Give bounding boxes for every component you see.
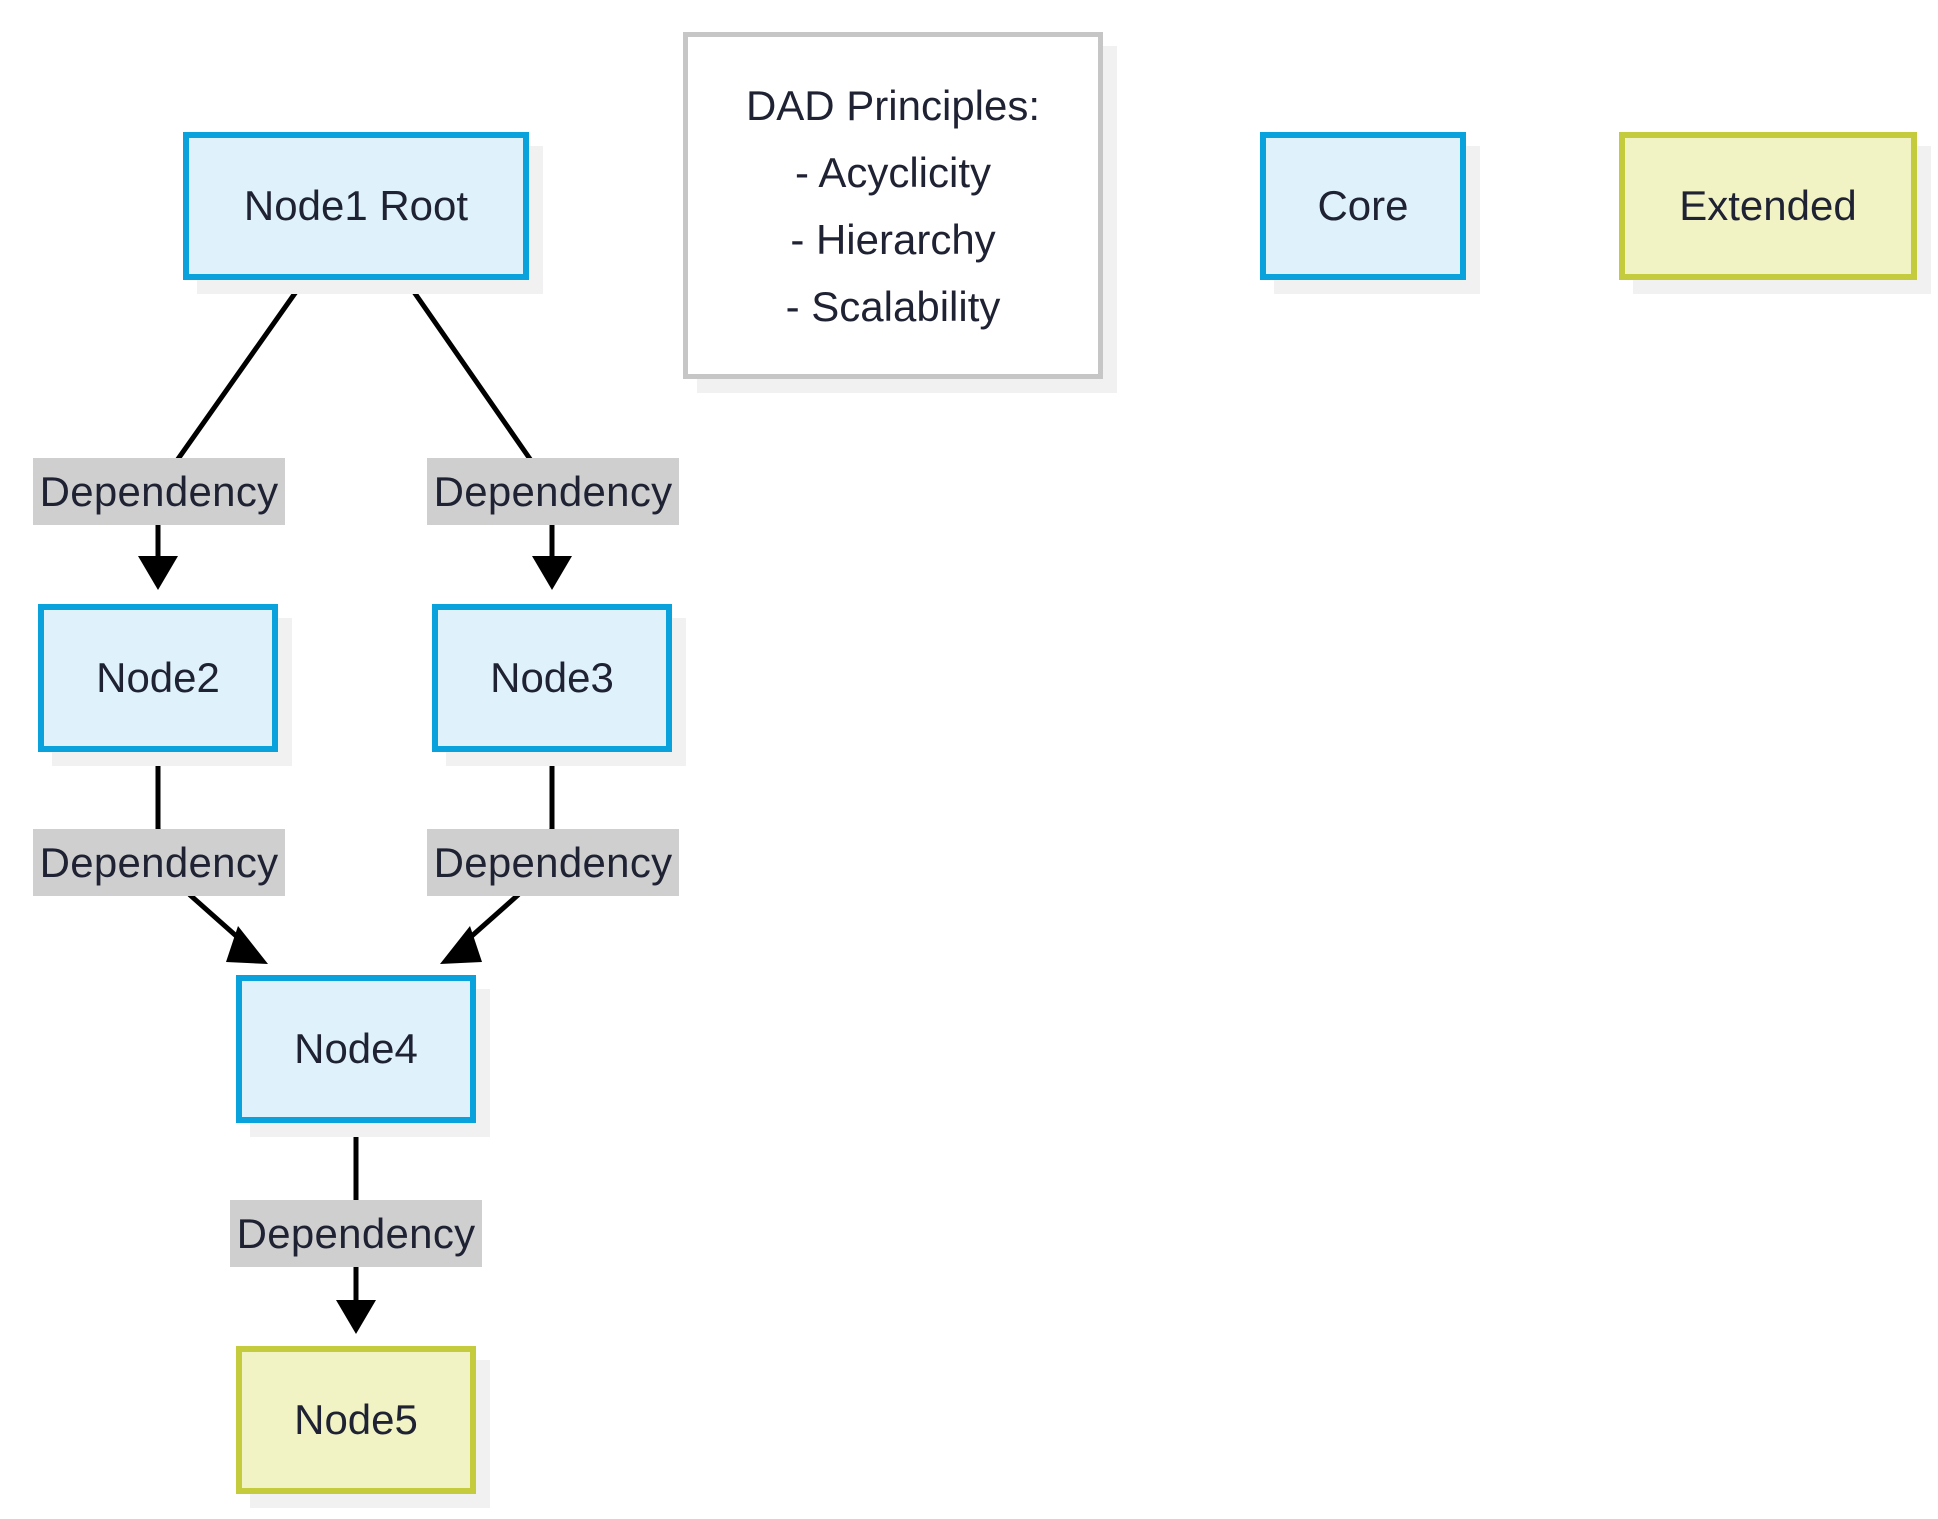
principle-hierarchy: - Hierarchy xyxy=(790,215,996,263)
legend-extended: Extended xyxy=(1619,132,1917,280)
edge-label-node4-node5: Dependency xyxy=(230,1200,482,1267)
edge-label-node2-node4: Dependency xyxy=(33,829,285,896)
node-node4[interactable]: Node4 xyxy=(236,975,476,1123)
arrowhead-node4-left xyxy=(226,926,268,964)
edge-node1-node2 xyxy=(155,277,308,570)
arrowhead-node2 xyxy=(138,556,178,590)
edge-node1-node3 xyxy=(402,277,555,570)
arrowhead-node4-right xyxy=(440,926,482,964)
node-node1-root[interactable]: Node1 Root xyxy=(183,132,529,280)
node-node2[interactable]: Node2 xyxy=(38,604,278,752)
edge-label-node3-node4: Dependency xyxy=(427,829,679,896)
principle-scalability: - Scalability xyxy=(785,282,1001,330)
edge-label-node1-node3: Dependency xyxy=(427,458,679,525)
edge-label-node1-node2: Dependency xyxy=(33,458,285,525)
principles-title: DAD Principles: xyxy=(745,81,1041,129)
principle-acyclicity: - Acyclicity xyxy=(794,148,991,196)
node-node5[interactable]: Node5 xyxy=(236,1346,476,1494)
arrowhead-node5 xyxy=(336,1300,376,1334)
arrowhead-node3 xyxy=(532,556,572,590)
principles-note: DAD Principles: - Acyclicity - Hierarchy… xyxy=(683,32,1103,379)
legend-core: Core xyxy=(1260,132,1466,280)
node-node3[interactable]: Node3 xyxy=(432,604,672,752)
